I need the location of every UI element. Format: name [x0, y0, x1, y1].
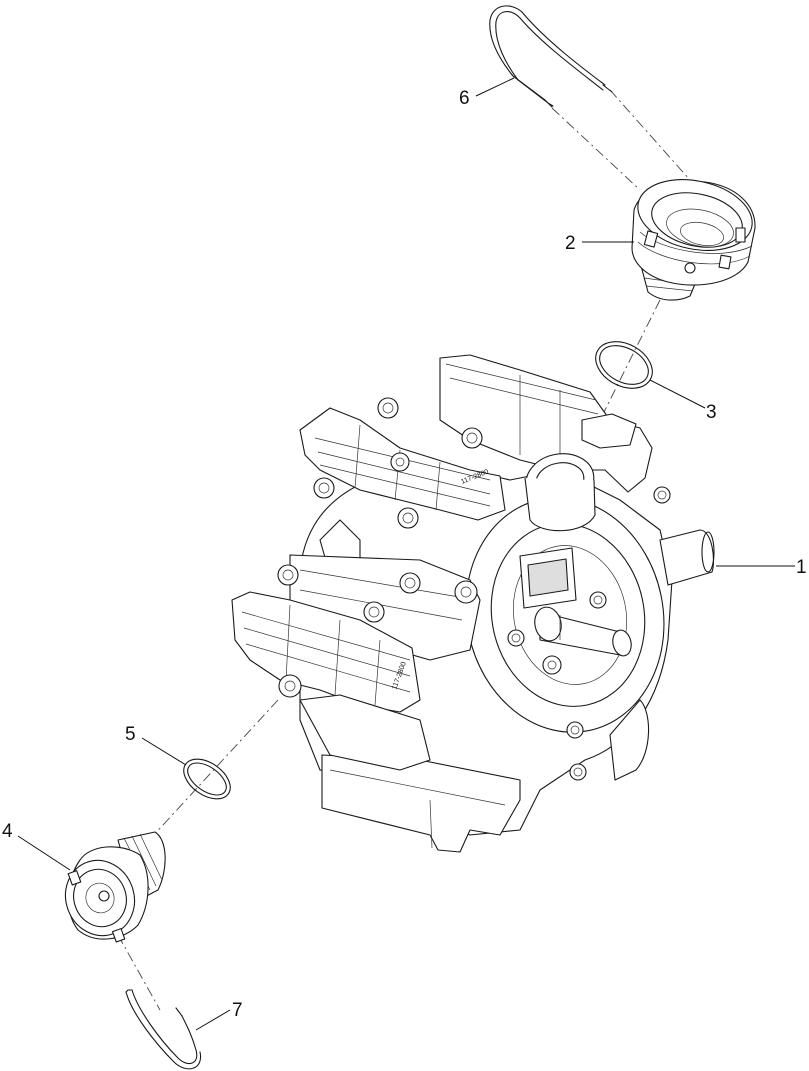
drive-shaft	[534, 606, 632, 657]
callout-4: 4	[2, 821, 13, 842]
label-plate	[519, 547, 577, 609]
callout-1: 1	[796, 557, 807, 578]
callout-6: 6	[459, 88, 470, 109]
callout-7: 7	[232, 1000, 243, 1021]
part-1-pump-body: 117-2800 117-2800	[231, 354, 715, 853]
part-6-retaining-pin	[489, 5, 613, 108]
part-5-o-ring	[183, 758, 231, 800]
callout-5: 5	[125, 724, 136, 745]
part-7-retaining-pin	[125, 989, 202, 1070]
part-2-fitting	[631, 179, 756, 301]
callout-2: 2	[565, 233, 576, 254]
part-4-fitting	[64, 831, 166, 943]
part-3-o-ring	[595, 341, 653, 389]
face-bolts	[507, 486, 671, 781]
callout-labels: 1 2 3 4 5 6 7	[2, 88, 807, 1021]
callout-3: 3	[706, 402, 717, 423]
leader-lines	[17, 77, 795, 1031]
